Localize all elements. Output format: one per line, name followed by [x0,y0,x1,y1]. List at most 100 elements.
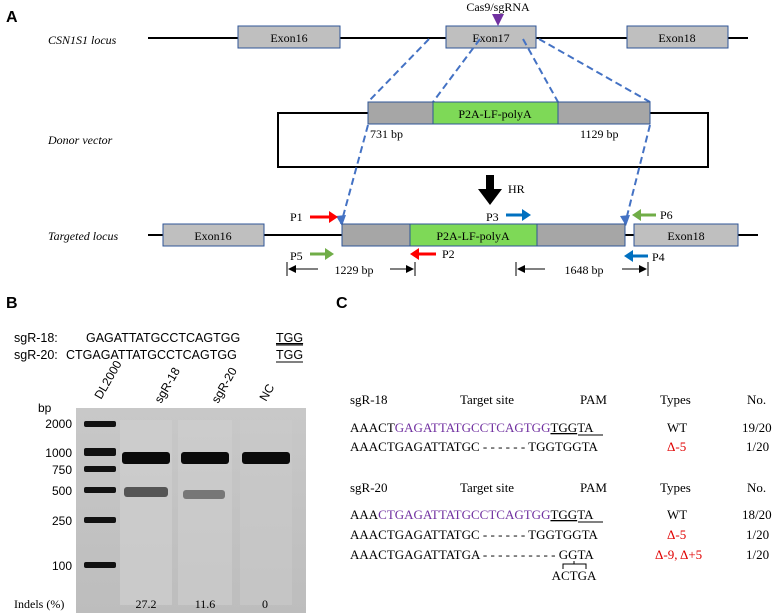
donor-label: Donor vector [47,133,113,147]
ladder-1000: 1000 [45,446,72,460]
donor-right-arm [557,101,651,125]
donor-cassette-label: P2A-LF-polyA [458,107,532,121]
indels-label: Indels (%) [14,597,64,611]
g2-wt-type: WT [667,507,687,522]
g2-wt-target: CTGAGATTATGCCTCAGTGG [378,507,550,522]
g2-name: sgR-20 [350,480,388,495]
primer-p1-arrow-icon [310,211,338,223]
sgr18-cleaved-band [124,487,168,497]
ladder-500: 500 [52,484,72,498]
g1-header-types: Types [660,392,691,407]
g1-m1-no: 1/20 [746,439,769,454]
insertion-sequence: ACTGA [552,568,597,583]
donor-left-arm [367,101,434,125]
t-exon16-box [162,223,265,247]
cas9-label: Cas9/sgRNA [466,0,530,14]
t-right-arm [536,223,626,247]
sg18-sequence: GAGATTATGCCTCAGTGG [86,331,240,345]
g1-header-no: No. [747,392,766,407]
sg20-pam: TGG [276,348,303,362]
gel-smears [120,420,292,605]
panel-label-b: B [6,295,18,312]
g2-header-pam: PAM [580,480,607,495]
primer-p4-label: P4 [652,250,665,264]
product-1648-bracket [515,262,649,276]
g1-wt-type: WT [667,420,687,435]
primer-p1-label: P1 [290,210,303,224]
sg18-label: sgR-18: [14,331,58,345]
lane-label-dl2000: DL2000 [91,358,124,402]
g1-wt-target: GAGATTATGCCTCAGTGG [395,420,551,435]
g2-m2-sequence: AAACTGAGATTATGA - - - - - - - - - - GGTA [350,547,594,562]
sg20-sequence: CTGAGATTATGCCTCAGTGG [66,348,237,362]
g2-m2-no: 1/20 [746,547,769,562]
indels-nc: 0 [262,597,268,611]
primer-p5-label: P5 [290,249,303,263]
primer-p6-arrow-icon [632,209,656,221]
g1-m1-sequence: AAACTGAGATTATGC - - - - - - TGGTGGTA [350,439,599,454]
exon17-label: Exon17 [472,31,509,45]
hr-arrow-icon [478,175,502,205]
g2-wt-sequence: AAACTGAGATTATGCCTCAGTGGTGGTA [350,507,594,522]
g1-m1-type: Δ-5 [667,439,686,454]
product-1229-bracket [286,262,416,276]
ladder-100: 100 [52,559,72,573]
t-exon16-label: Exon16 [194,229,231,243]
g2-m1-type: Δ-5 [667,527,686,542]
primer-p4-arrow-icon [624,250,648,262]
nc-main-band [242,452,290,464]
g1-name: sgR-18 [350,392,388,407]
primer-p5-arrow-icon [310,248,334,260]
exon17-box [445,25,537,49]
exon16-label: Exon16 [270,31,307,45]
t-exon18-label: Exon18 [667,229,704,243]
targeted-label: Targeted locus [48,229,118,243]
lane-label-nc: NC [256,381,277,403]
g1-wt-no: 19/20 [742,420,772,435]
panel-label-a: A [6,9,18,26]
indels-sgr18: 27.2 [136,597,157,611]
guide-arrowhead-left-icon [336,215,346,226]
sg20-label: sgR-20: [14,348,58,362]
primer-p2-arrow-icon [410,248,436,260]
ladder-bands [84,421,116,568]
g2-wt-no: 18/20 [742,507,772,522]
lane-label-sgr20: sgR-20 [208,365,240,406]
ladder-250: 250 [52,514,72,528]
g2-header-no: No. [747,480,766,495]
g1-wt-prefix: AAACT [350,420,395,435]
ladder-2000: 2000 [45,417,72,431]
g1-wt-pam: TGG [550,420,577,435]
primer-p2-label: P2 [442,247,455,261]
product-1648-label: 1648 bp [565,263,604,277]
cas9-marker-icon [492,14,504,26]
g1-header-pam: PAM [580,392,607,407]
g1-wt-suffix: TA [577,420,594,435]
indels-sgr20: 11.6 [195,597,216,611]
exon18-label: Exon18 [658,31,695,45]
primer-p3-label: P3 [486,210,499,224]
exon18-box [626,25,729,49]
exon16-box [237,25,341,49]
sgr20-main-band [181,452,229,464]
g2-m2-type: Δ-9, Δ+5 [655,547,702,562]
ladder-750: 750 [52,463,72,477]
primer-p6-label: P6 [660,208,673,222]
t-left-arm [341,223,411,247]
bp-unit-label: bp [38,401,52,415]
g2-header-target: Target site [460,480,514,495]
t-exon18-box [633,223,739,247]
sgr20-cleaved-band [183,490,225,499]
g1-header-target: Target site [460,392,514,407]
right-arm-length: 1129 bp [580,127,619,141]
lane-label-sgr18: sgR-18 [151,365,183,406]
left-arm-length: 731 bp [370,127,403,141]
g2-header-types: Types [660,480,691,495]
t-cassette-label: P2A-LF-polyA [436,229,510,243]
primer-p3-arrow-icon [506,209,531,221]
g2-wt-prefix: AAA [350,507,379,522]
sg18-pam: TGG [276,331,303,345]
g2-wt-pam: TGG [550,507,577,522]
guide-arrowhead-right-icon [620,215,630,226]
